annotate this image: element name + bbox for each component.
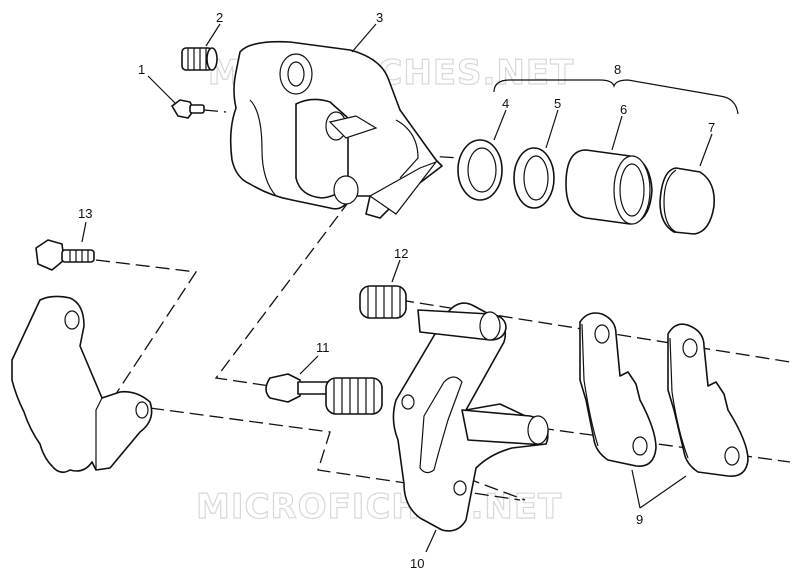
fitting-part-1 — [171, 99, 227, 119]
boot-part-12 — [359, 285, 407, 319]
pin-part-11 — [265, 373, 383, 415]
caliper-bracket-part-10 — [392, 302, 549, 532]
watermark-bottom: MICROFICHES.NET — [196, 487, 562, 527]
bolt-part-13 — [35, 239, 95, 271]
callout-5: 5 — [554, 96, 561, 111]
callout-7: 7 — [708, 120, 715, 135]
callout-11: 11 — [316, 340, 330, 355]
seal-part-4 — [457, 139, 503, 201]
brake-pad-part-9-a — [579, 312, 657, 467]
callout-10: 10 — [410, 556, 424, 571]
callout-2: 2 — [216, 10, 223, 25]
dust-seal-part-5 — [513, 147, 555, 209]
brake-pad-part-9-b — [667, 323, 749, 477]
frame-bracket-left — [11, 295, 153, 474]
group-bracket-8 — [493, 79, 739, 115]
callout-9: 9 — [636, 512, 643, 527]
callout-13: 13 — [78, 206, 92, 221]
callout-labels: 1 2 3 4 5 6 7 8 9 10 11 12 13 — [78, 10, 715, 571]
piston-part-6 — [565, 149, 653, 225]
bleeder-screw-part-2 — [181, 47, 218, 71]
callout-6: 6 — [620, 102, 627, 117]
callout-1: 1 — [138, 62, 145, 77]
leader-lines — [81, 23, 713, 553]
callout-4: 4 — [502, 96, 509, 111]
callout-3: 3 — [376, 10, 383, 25]
callout-12: 12 — [394, 246, 408, 261]
cap-part-7 — [659, 167, 716, 235]
callout-8: 8 — [614, 62, 621, 77]
caliper-body-part-3 — [229, 40, 443, 219]
